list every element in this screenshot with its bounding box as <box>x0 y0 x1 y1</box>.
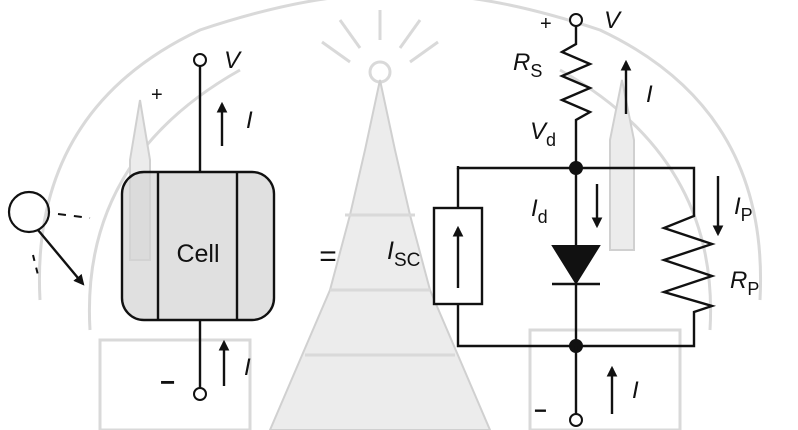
current-label-bottom: I <box>244 354 251 381</box>
cell-model: + − V I I Cell <box>7 47 276 401</box>
series-resistor-label: RS <box>513 49 542 81</box>
positive-terminal <box>569 13 583 27</box>
negative-terminal <box>193 387 207 401</box>
light-source-icon <box>7 190 51 234</box>
voltage-label: V <box>224 47 242 74</box>
plus-sign: + <box>151 84 163 106</box>
negative-terminal <box>569 413 583 427</box>
junction-node-top <box>569 161 583 175</box>
light-ray-arrow <box>37 229 85 286</box>
series-resistor <box>558 26 594 164</box>
current-label-top: I <box>646 81 653 108</box>
current-label-top: I <box>246 107 253 134</box>
positive-terminal <box>193 53 207 67</box>
diode-voltage-label: Vd <box>530 118 556 150</box>
minus-sign: − <box>160 367 175 397</box>
source-current-label: ISC <box>387 237 420 271</box>
parallel-resistor-label: RP <box>730 267 759 299</box>
equivalent-circuit: + − V I I RS Vd ISC Id IP RP <box>387 7 759 427</box>
current-label-bottom: I <box>632 377 639 404</box>
diode-symbol <box>551 245 601 285</box>
plus-sign: + <box>540 13 552 35</box>
parallel-resistor <box>659 206 717 316</box>
diode-current-label: Id <box>531 195 548 227</box>
minus-sign: − <box>534 398 547 423</box>
light-ray-dash <box>57 213 91 219</box>
equals-sign: = <box>319 240 337 273</box>
cell-label: Cell <box>176 240 219 268</box>
light-ray-dash <box>32 254 39 276</box>
voltage-label: V <box>604 7 622 34</box>
parallel-current-label: IP <box>734 193 753 225</box>
